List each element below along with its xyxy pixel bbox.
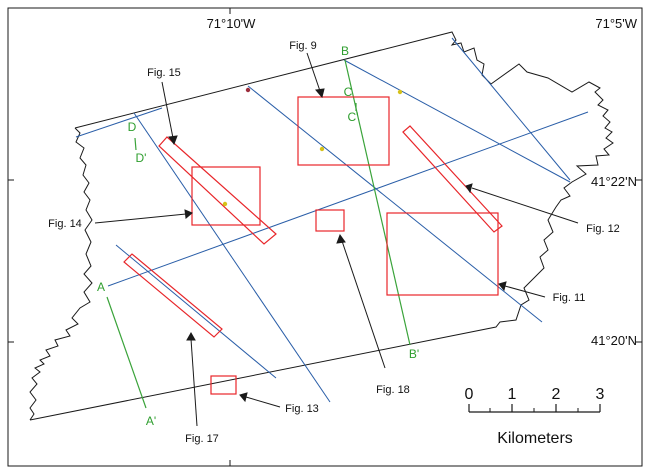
trackline bbox=[451, 37, 571, 181]
graticule-labels: 71°10'W 71°5'W 41°22'N 41°20'N bbox=[207, 16, 638, 348]
trackline bbox=[75, 107, 163, 138]
fig14-leader bbox=[94, 213, 187, 224]
map-frame bbox=[7, 7, 643, 467]
fig11-leader bbox=[504, 285, 546, 298]
fig9-box[interactable] bbox=[297, 96, 390, 166]
profile-label-a-prime: A' bbox=[146, 414, 156, 428]
trackline bbox=[107, 111, 589, 287]
profile-labels: A A' B B' C C' D D' bbox=[97, 44, 419, 428]
fig14-label[interactable]: Fig. 14 bbox=[48, 218, 82, 230]
trackline bbox=[343, 59, 571, 183]
scale-tick-label: 0 bbox=[465, 386, 474, 403]
fig17-label[interactable]: Fig. 17 bbox=[185, 433, 219, 445]
profile-label-d: D bbox=[128, 120, 137, 134]
fig11-label[interactable]: Fig. 11 bbox=[553, 292, 586, 304]
fig11-box[interactable] bbox=[386, 212, 499, 296]
fig17-box[interactable] bbox=[123, 253, 223, 338]
trackline bbox=[115, 244, 277, 379]
sample-point bbox=[397, 89, 403, 95]
fig12-arrowhead bbox=[465, 183, 473, 194]
figure-boxes bbox=[123, 96, 503, 395]
profile-lines bbox=[106, 59, 411, 409]
fig15-leader bbox=[161, 81, 174, 139]
fig18-box[interactable] bbox=[315, 209, 345, 232]
fig14-box[interactable] bbox=[191, 166, 261, 226]
profile-label-c-prime: C' bbox=[348, 110, 359, 124]
survey-area-outline bbox=[29, 31, 614, 421]
scale-tick-label: 3 bbox=[596, 386, 605, 403]
fig13-arrowhead bbox=[239, 392, 248, 403]
fig17-arrowhead bbox=[186, 331, 196, 341]
latitude-label-south: 41°20'N bbox=[591, 333, 637, 348]
sample-points bbox=[222, 87, 403, 207]
scale-tick-label: 2 bbox=[552, 386, 561, 403]
longitude-label-west: 71°10'W bbox=[207, 16, 257, 31]
fig13-box[interactable] bbox=[210, 375, 237, 395]
fig18-leader bbox=[341, 240, 386, 369]
fig15-label[interactable]: Fig. 15 bbox=[147, 67, 181, 79]
profile-line-a bbox=[106, 296, 147, 409]
profile-label-d-prime: D' bbox=[136, 151, 147, 165]
fig12-leader bbox=[471, 187, 579, 224]
profile-label-b: B bbox=[341, 44, 349, 58]
fig13-leader bbox=[245, 396, 281, 408]
fig12-label[interactable]: Fig. 12 bbox=[586, 223, 620, 235]
fig9-arrowhead bbox=[315, 88, 325, 99]
fig9-leader bbox=[306, 52, 321, 92]
sample-point bbox=[222, 201, 228, 207]
longitude-label-east: 71°5'W bbox=[595, 16, 637, 31]
fig18-label[interactable]: Fig. 18 bbox=[376, 384, 410, 396]
fig9-label[interactable]: Fig. 9 bbox=[289, 40, 317, 52]
latitude-label-north: 41°22'N bbox=[591, 174, 637, 189]
profile-line-b bbox=[344, 59, 411, 346]
trackline bbox=[247, 85, 543, 323]
leader-arrows bbox=[94, 52, 579, 427]
fig14-arrowhead bbox=[184, 209, 193, 219]
figure-labels: Fig. 9 Fig. 15 Fig. 14 Fig. 12 Fig. 11 F… bbox=[48, 40, 620, 445]
profile-line-d bbox=[134, 137, 137, 151]
sample-point bbox=[319, 146, 325, 152]
trackline bbox=[133, 112, 331, 403]
scale-tick-label: 1 bbox=[508, 386, 517, 403]
fig15-arrowhead bbox=[168, 135, 178, 146]
fig18-arrowhead bbox=[336, 233, 346, 244]
fig15-box[interactable] bbox=[158, 136, 277, 245]
fig11-arrowhead bbox=[498, 281, 507, 292]
scale-unit-label: Kilometers bbox=[497, 430, 573, 447]
scale-bar: 0 1 2 3 Kilometers bbox=[465, 386, 605, 447]
profile-label-b-prime: B' bbox=[409, 347, 419, 361]
tracklines bbox=[75, 37, 589, 403]
sample-point bbox=[245, 87, 251, 93]
fig17-leader bbox=[190, 338, 198, 427]
profile-label-a: A bbox=[97, 280, 105, 294]
profile-label-c: C bbox=[344, 85, 353, 99]
fig13-label[interactable]: Fig. 13 bbox=[285, 403, 319, 415]
fig12-box[interactable] bbox=[402, 125, 503, 233]
